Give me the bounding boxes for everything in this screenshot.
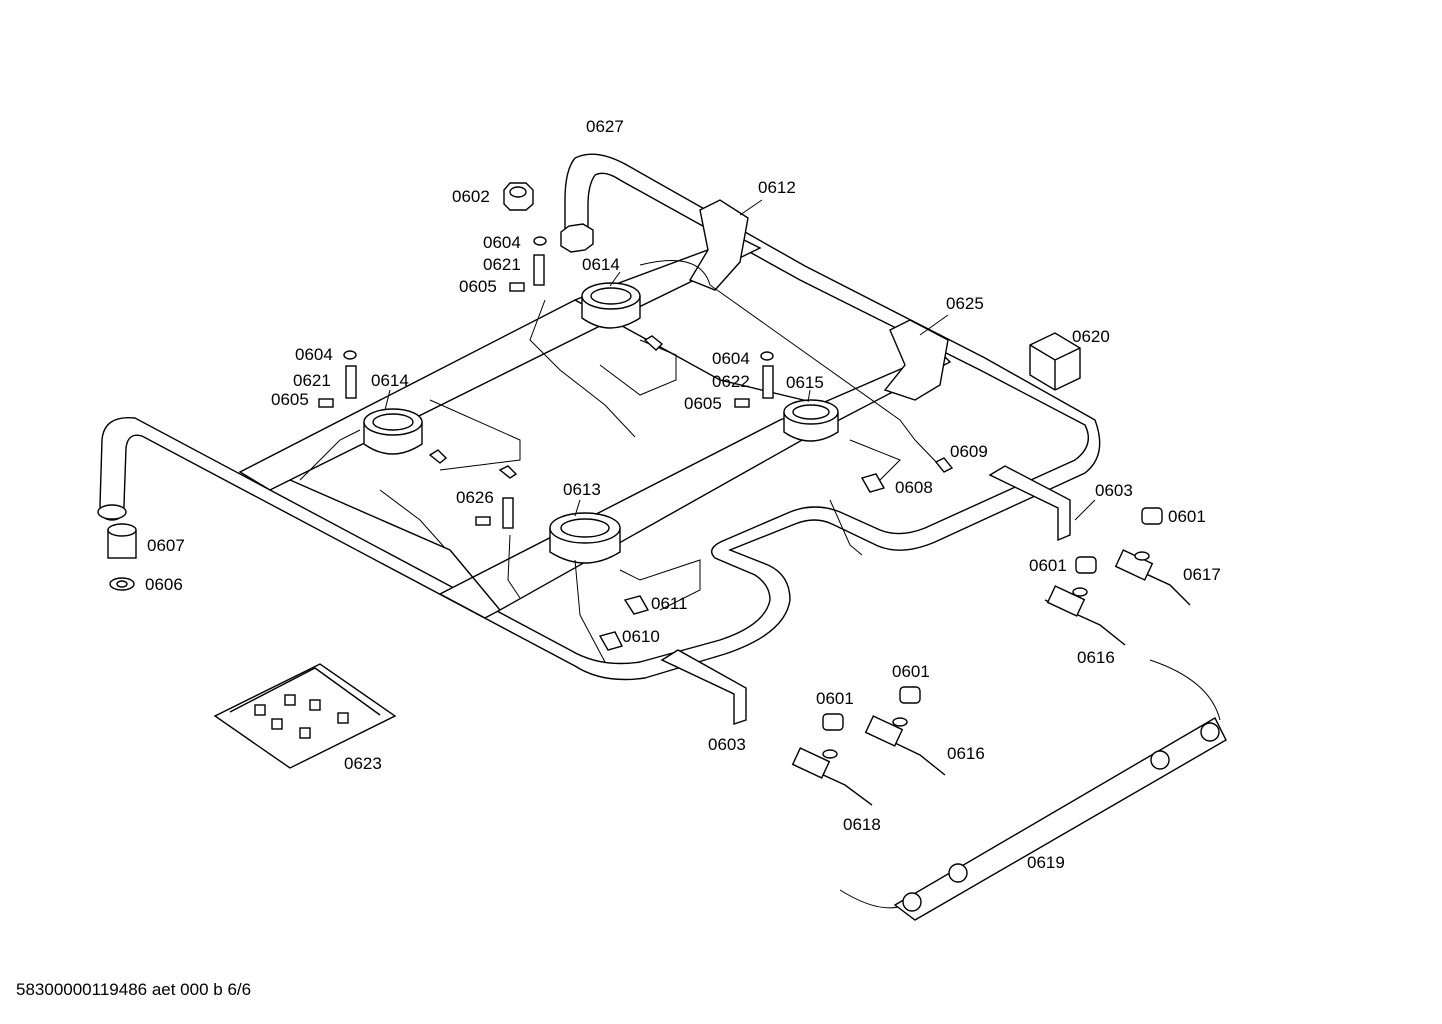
label-0601-b: 0601	[1029, 556, 1067, 575]
electrode-0621-left	[345, 365, 357, 399]
screw-bag-0623	[213, 663, 397, 769]
fitting-0607	[107, 523, 137, 559]
label-0603-bottom: 0603	[708, 735, 746, 754]
electrode-0621	[533, 254, 545, 286]
label-0616-bottom: 0616	[947, 744, 985, 763]
gas-taps	[791, 549, 1191, 806]
mounting-brackets	[660, 199, 1071, 725]
label-0608: 0608	[895, 478, 933, 497]
label-0616-right: 0616	[1077, 648, 1115, 667]
label-0605-right: 0605	[684, 394, 722, 413]
burner-cup-0614-top	[581, 282, 641, 329]
label-0604-left: 0604	[295, 345, 333, 364]
label-0605-top: 0605	[459, 277, 497, 296]
label-0612: 0612	[758, 178, 796, 197]
label-0601-a: 0601	[1168, 507, 1206, 526]
label-0619: 0619	[1027, 853, 1065, 872]
label-0603-right: 0603	[1095, 481, 1133, 500]
label-0604-right: 0604	[712, 349, 750, 368]
label-0617: 0617	[1183, 565, 1221, 584]
label-0623: 0623	[344, 754, 382, 773]
label-0604-top: 0604	[483, 233, 521, 252]
ignition-leads	[299, 260, 1221, 909]
label-0614-top: 0614	[582, 255, 620, 274]
lead-connectors	[428, 335, 954, 651]
electrode-0626	[502, 497, 514, 529]
label-0606: 0606	[145, 575, 183, 594]
label-0601-c: 0601	[892, 662, 930, 681]
label-0611: 0611	[651, 594, 688, 613]
burner-cup-0614-left	[363, 408, 423, 455]
drawing-reference-footer: 58300000119486 aet 000 b 6/6	[16, 980, 252, 999]
label-0602: 0602	[452, 187, 490, 206]
part-labels: 0627 0602 0612 0604 0621 0605 0614 0625 …	[145, 117, 1221, 872]
label-0625: 0625	[946, 294, 984, 313]
label-0615: 0615	[786, 373, 824, 392]
washer-0606	[109, 577, 135, 591]
label-0613: 0613	[563, 480, 601, 499]
label-0614-left: 0614	[371, 371, 409, 390]
gas-tap-0618	[791, 747, 873, 806]
electrodes	[345, 254, 774, 529]
label-0627: 0627	[586, 117, 624, 136]
part-0620	[1029, 332, 1081, 391]
clips-0605	[318, 282, 750, 526]
label-0618: 0618	[843, 815, 881, 834]
leader-lines	[384, 199, 1096, 521]
label-0605-left: 0605	[271, 390, 309, 409]
label-0601-d: 0601	[816, 689, 854, 708]
ignition-rail-0619	[893, 717, 1227, 921]
label-0610: 0610	[622, 627, 660, 646]
nut-0602	[503, 182, 534, 211]
label-0621-top: 0621	[483, 255, 521, 274]
washers-0604	[343, 236, 774, 361]
label-0607: 0607	[147, 536, 185, 555]
label-0626: 0626	[456, 488, 494, 507]
gas-tap-0617	[1114, 549, 1191, 606]
label-0621-left: 0621	[293, 371, 331, 390]
burner-cups	[363, 282, 839, 564]
label-0622: 0622	[712, 372, 750, 391]
gas-tap-0616-bottom	[864, 715, 946, 776]
label-0620: 0620	[1072, 327, 1110, 346]
burner-cup-0613	[549, 512, 621, 564]
gas-pipe-frame	[97, 153, 1101, 681]
gas-tap-0616-right	[1044, 585, 1126, 646]
label-0609: 0609	[950, 442, 988, 461]
burner-cup-0615	[783, 399, 839, 442]
electrode-0622	[762, 365, 774, 399]
nozzle-caps-0601	[822, 507, 1163, 731]
